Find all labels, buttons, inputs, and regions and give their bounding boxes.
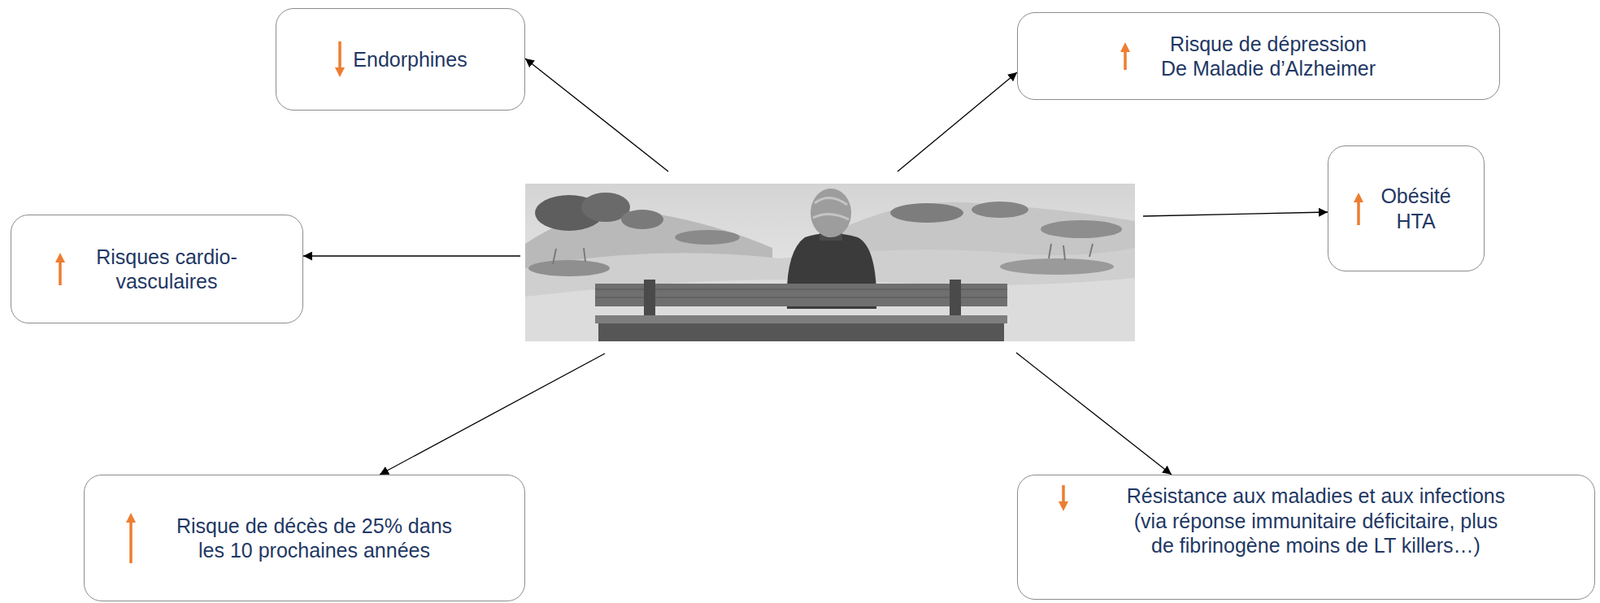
leader-arrow bbox=[1143, 212, 1328, 217]
shrub bbox=[890, 203, 964, 223]
effect-box: Endorphines bbox=[275, 8, 526, 111]
leader-arrow bbox=[303, 255, 521, 257]
decrease-arrow bbox=[333, 41, 347, 78]
arrow-head bbox=[1120, 42, 1131, 53]
arrow-head bbox=[334, 67, 345, 78]
bench-backrest bbox=[595, 283, 1008, 307]
shrub bbox=[674, 230, 740, 245]
increase-arrow bbox=[1118, 42, 1132, 70]
person-head bbox=[810, 188, 852, 238]
leader-arrow bbox=[379, 353, 605, 475]
effect-label: Obésité HTA bbox=[1371, 183, 1461, 234]
grass bbox=[1000, 258, 1114, 275]
leader-arrow bbox=[1016, 352, 1172, 475]
bench-photo bbox=[525, 183, 1135, 342]
shrub bbox=[621, 209, 664, 230]
effect-label: Risque de dépression De Maladie d’Alzhei… bbox=[1138, 31, 1399, 82]
sand bbox=[525, 278, 1135, 342]
effect-box: Obésité HTA bbox=[1327, 145, 1485, 272]
arrow-shaft bbox=[339, 41, 343, 69]
bench-seat-front bbox=[598, 323, 1005, 342]
photo-sky bbox=[525, 183, 1135, 342]
arrow-head bbox=[55, 252, 66, 263]
increase-arrow bbox=[1352, 192, 1366, 226]
effect-box: Risques cardio- vasculaires bbox=[10, 214, 304, 324]
decrease-arrow bbox=[1056, 485, 1070, 512]
effect-box: Risque de décès de 25% dans les 10 proch… bbox=[83, 474, 526, 602]
effect-box: Résistance aux maladies et aux infection… bbox=[1017, 474, 1596, 600]
leader-arrow bbox=[897, 72, 1018, 172]
arrow-head bbox=[1353, 192, 1364, 203]
grass bbox=[528, 260, 610, 277]
shrub bbox=[1040, 220, 1122, 239]
effect-label: Risques cardio- vasculaires bbox=[73, 244, 261, 295]
arrow-shaft bbox=[1356, 201, 1361, 226]
arrow-head bbox=[126, 513, 136, 523]
effect-label: Endorphines bbox=[352, 47, 467, 73]
arrow-shaft bbox=[129, 521, 133, 564]
person-hair bbox=[813, 197, 849, 220]
bench-grain bbox=[595, 289, 1008, 298]
shrub bbox=[971, 201, 1029, 218]
effect-label: Résistance aux maladies et aux infection… bbox=[1076, 483, 1557, 559]
leader-lines bbox=[303, 58, 1328, 475]
leader-arrow bbox=[525, 58, 669, 172]
effect-label: Risque de décès de 25% dans les 10 proch… bbox=[143, 513, 486, 564]
arrow-shaft bbox=[1123, 51, 1127, 70]
arrow-head bbox=[1058, 501, 1069, 512]
increase-arrow bbox=[124, 513, 138, 564]
arrow-shaft bbox=[1061, 485, 1066, 503]
arrow-shaft bbox=[58, 261, 62, 286]
bench-seat bbox=[595, 315, 1008, 324]
increase-arrow bbox=[53, 252, 67, 286]
effect-box: Risque de dépression De Maladie d’Alzhei… bbox=[1017, 12, 1500, 100]
